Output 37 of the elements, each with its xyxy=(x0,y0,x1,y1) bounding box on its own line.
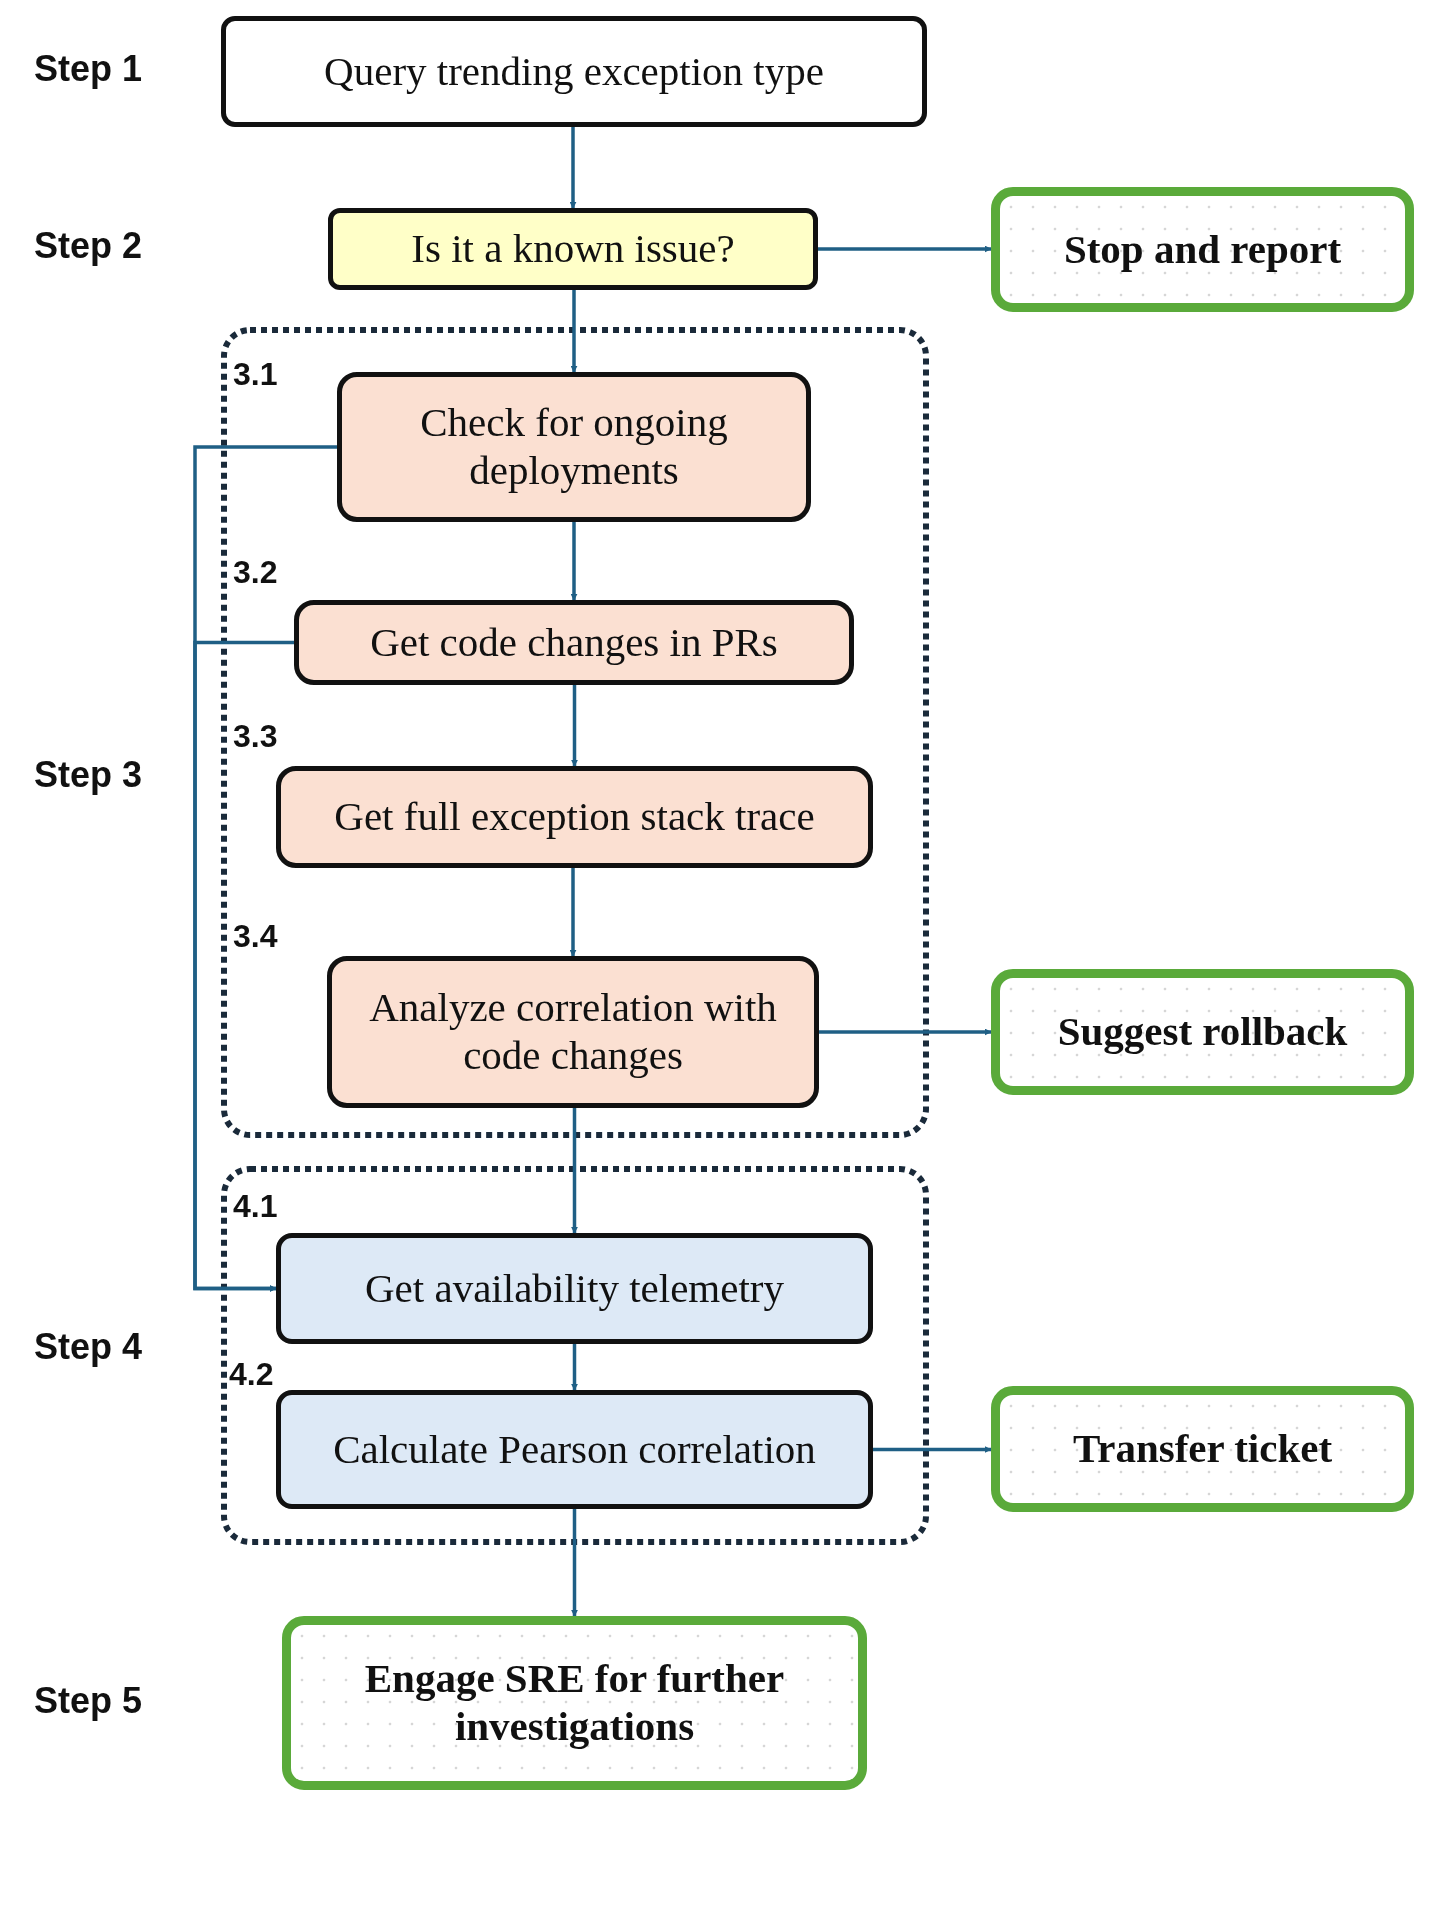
substep-number: 3.3 xyxy=(233,718,278,755)
arrow xyxy=(570,522,578,601)
process-box: Get full exception stack trace xyxy=(276,766,873,868)
outcome-box: Suggest rollback xyxy=(991,969,1414,1095)
substep-number: 3.4 xyxy=(233,918,278,955)
arrow xyxy=(819,1028,992,1036)
step-label: Step 2 xyxy=(34,225,143,267)
decision-box: Is it a known issue? xyxy=(328,208,818,290)
arrow xyxy=(571,685,578,767)
arrow xyxy=(193,640,294,1292)
process-box: Calculate Pearson correlation xyxy=(276,1390,873,1509)
process-box: Get code changes in PRs xyxy=(294,600,854,685)
arrow xyxy=(571,1108,578,1234)
step-label: Step 1 xyxy=(34,48,143,90)
process-box: Query trending exception type xyxy=(221,16,927,127)
step-label: Step 3 xyxy=(34,754,143,796)
arrow xyxy=(571,1509,578,1617)
process-box: Get availability telemetry xyxy=(276,1233,873,1344)
arrow xyxy=(569,868,577,957)
substep-number: 4.2 xyxy=(229,1356,274,1393)
arrow xyxy=(873,1446,992,1453)
substep-number: 4.1 xyxy=(233,1188,278,1225)
outcome-box: Engage SRE for further investigations xyxy=(282,1616,867,1790)
step-label: Step 5 xyxy=(34,1680,143,1722)
step-label: Step 4 xyxy=(34,1326,143,1368)
outcome-box: Transfer ticket xyxy=(991,1386,1414,1512)
arrow xyxy=(570,290,578,373)
arrow xyxy=(571,1344,578,1391)
arrow xyxy=(569,127,577,209)
substep-number: 3.2 xyxy=(233,554,278,591)
dotted-group-frame xyxy=(221,1166,929,1545)
outcome-box: Stop and report xyxy=(991,187,1414,312)
arrow xyxy=(818,245,992,253)
process-box: Check for ongoing deployments xyxy=(337,372,811,522)
dotted-group-frame xyxy=(221,327,929,1138)
substep-number: 3.1 xyxy=(233,356,278,393)
process-box: Analyze correlation with code changes xyxy=(327,956,819,1108)
